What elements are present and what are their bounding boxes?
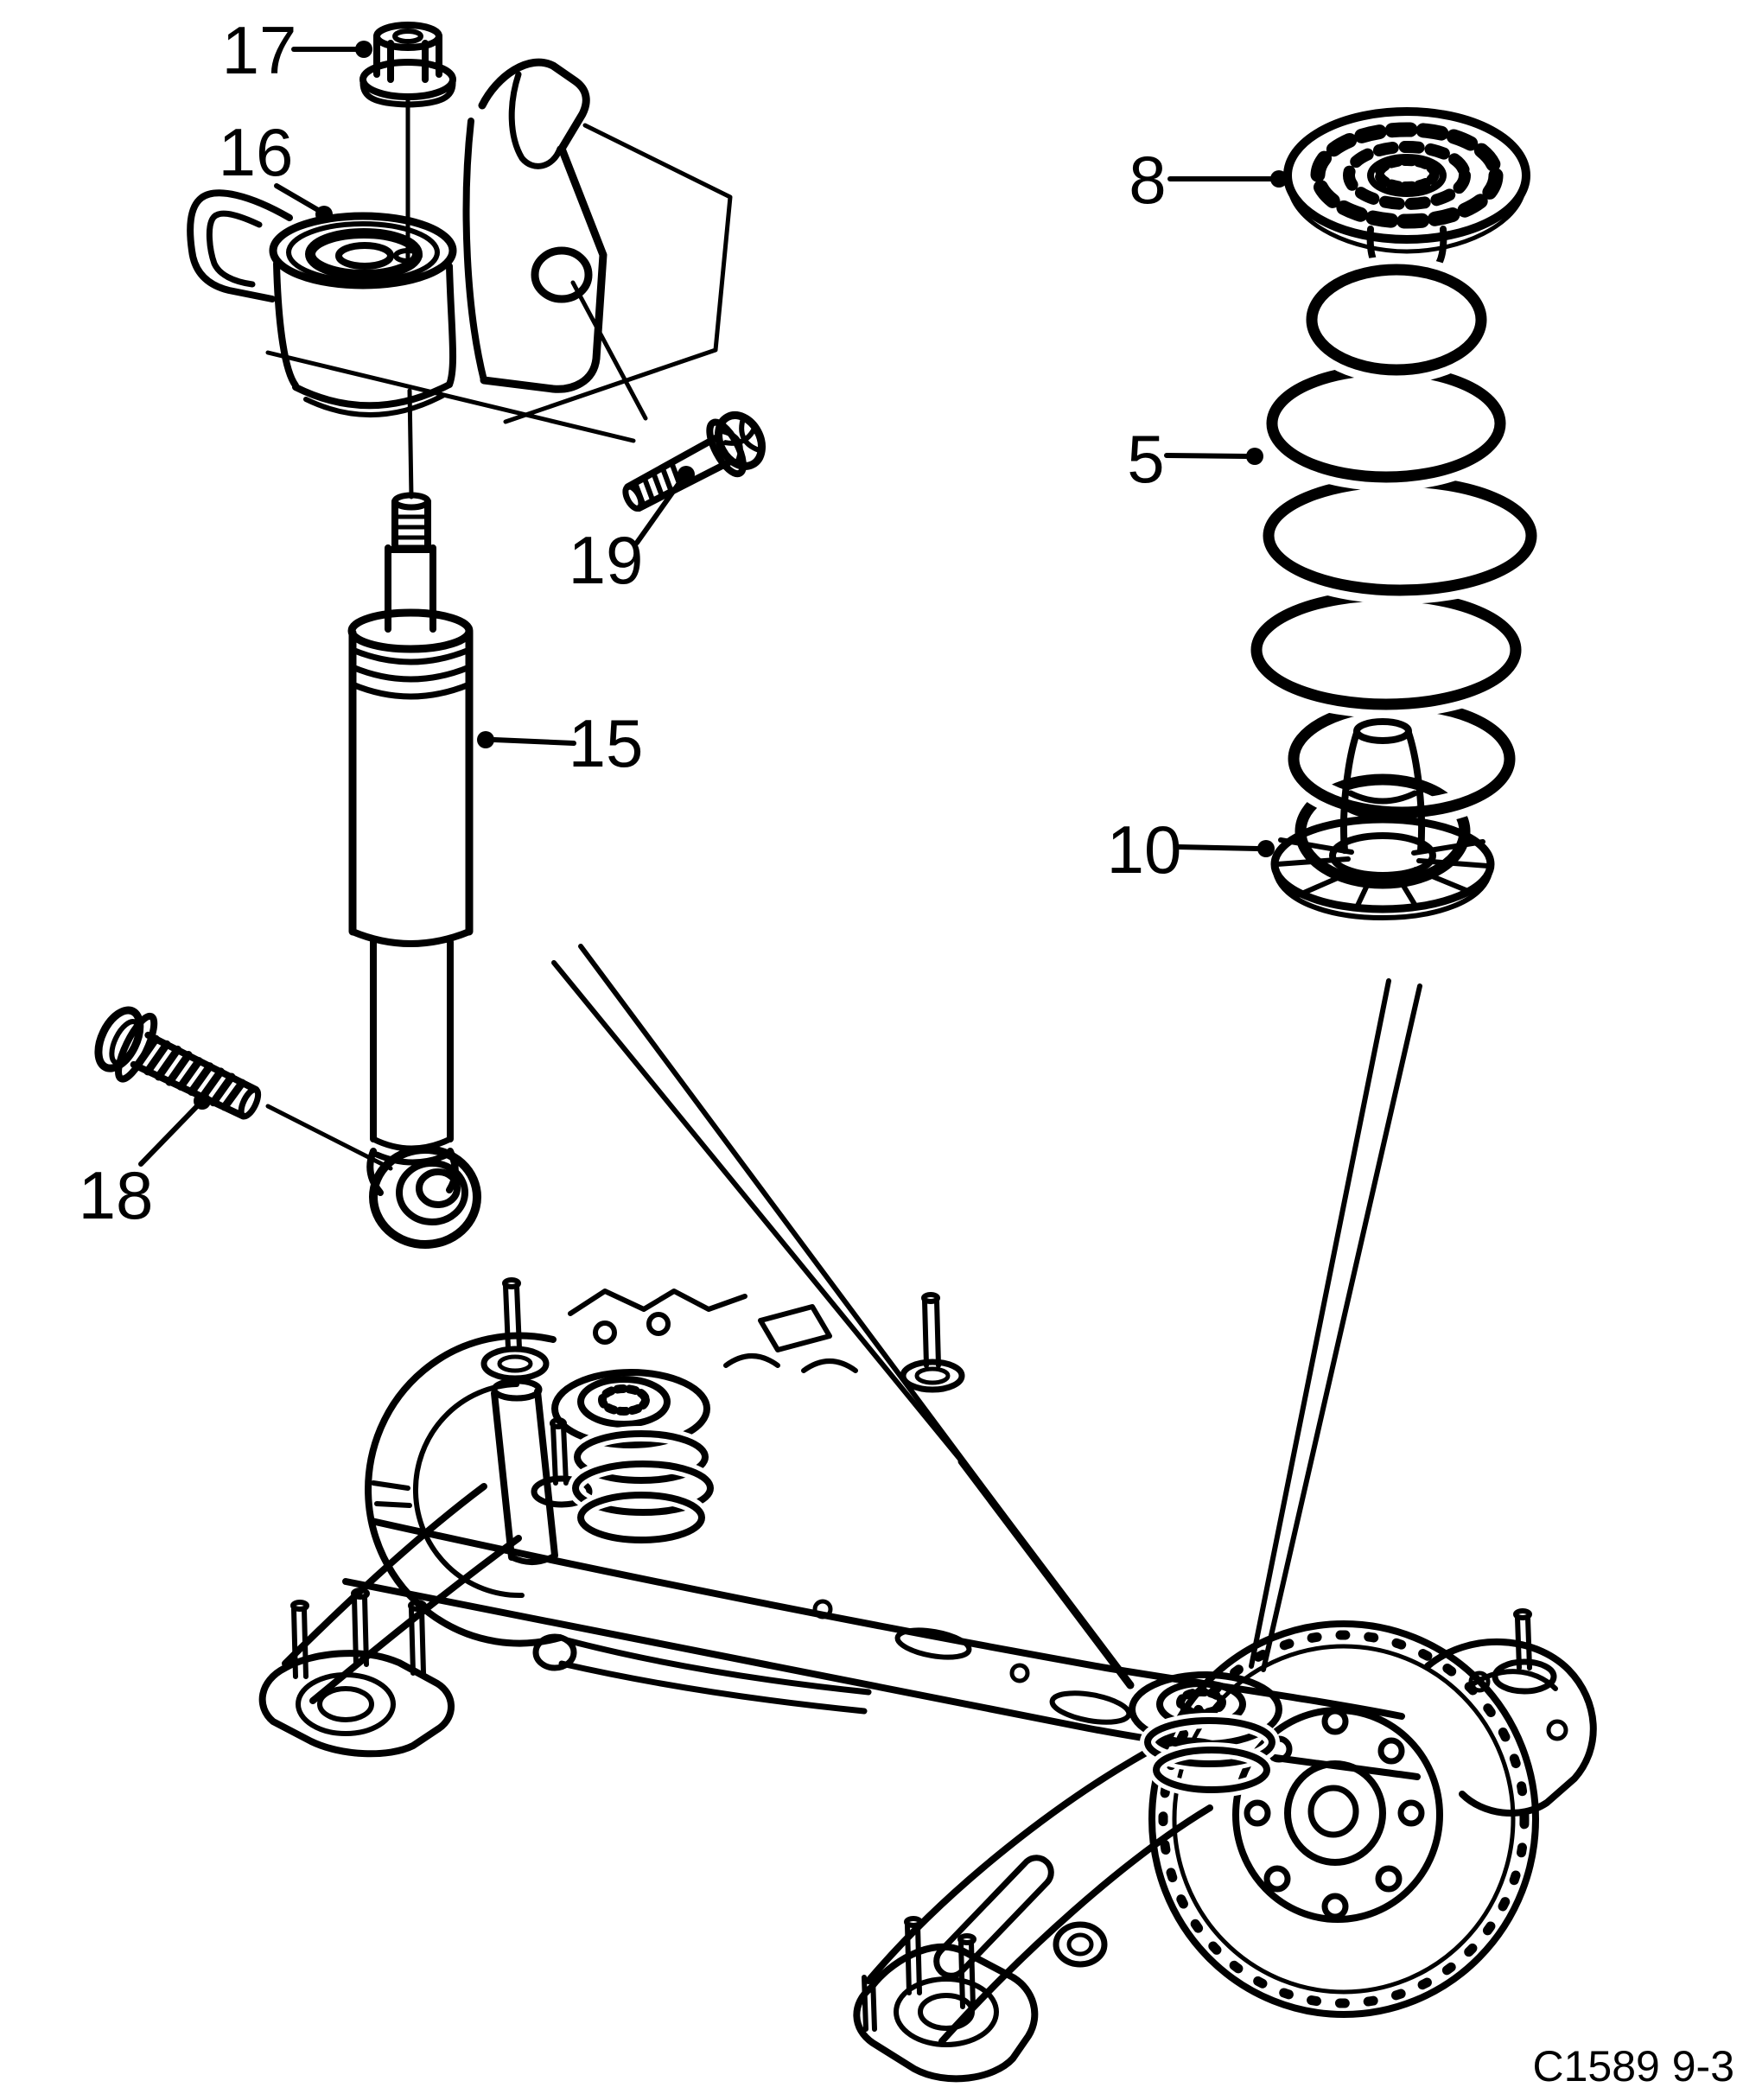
callout-8-label: 8 (1129, 142, 1166, 218)
callout-5-label: 5 (1127, 421, 1164, 497)
callouts: 17 16 19 15 18 8 5 10 (79, 12, 1288, 1233)
pointer-lines (551, 944, 1422, 1690)
upper-spring-seat (1283, 107, 1530, 280)
lower-shock-bolt (94, 1006, 393, 1171)
rear-axle-assembly (258, 1277, 1597, 2083)
callout-16: 16 (219, 114, 333, 223)
flange-nut (359, 22, 456, 108)
callout-19-label: 19 (569, 522, 644, 598)
callout-18-label: 18 (79, 1157, 154, 1233)
callout-17: 17 (222, 12, 372, 88)
callout-16-label: 16 (219, 114, 294, 190)
callout-19: 19 (569, 466, 695, 598)
stud-axis-line (405, 97, 414, 500)
callout-10-label: 10 (1107, 811, 1182, 888)
callout-15-label: 15 (569, 705, 644, 781)
upper-mount-bolt (622, 411, 766, 512)
figure-code: C1589 9-3 (1533, 2042, 1735, 2090)
callout-18: 18 (79, 1092, 211, 1233)
lower-spring-seat (1270, 718, 1495, 920)
callout-15: 15 (477, 705, 643, 781)
callout-8: 8 (1129, 142, 1288, 218)
callout-17-label: 17 (222, 12, 297, 88)
upper-mount-bracket (187, 58, 733, 443)
callout-5: 5 (1127, 421, 1263, 497)
callout-10: 10 (1107, 811, 1275, 888)
coil-spring (1243, 256, 1545, 897)
shock-absorber (347, 492, 481, 1249)
